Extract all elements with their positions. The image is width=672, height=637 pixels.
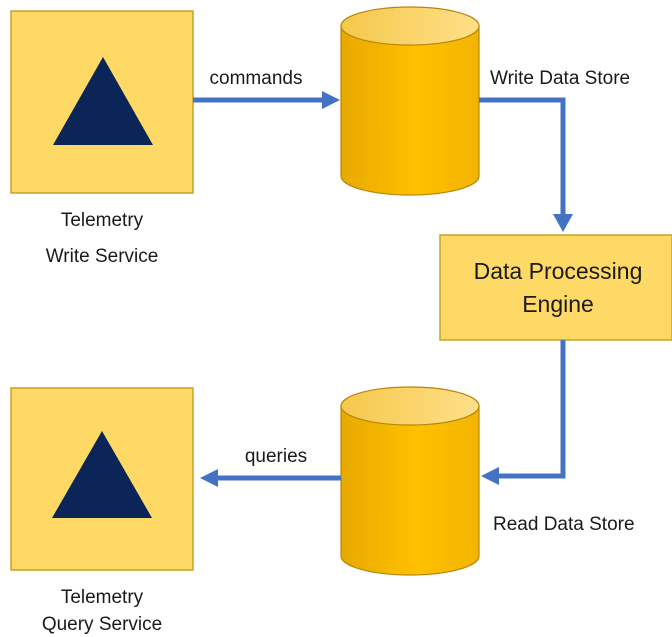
engine-to-read-edge (481, 340, 566, 485)
write-data-store-node: Write Data Store (340, 6, 630, 196)
write-service-label-line2: Write Service (46, 246, 159, 267)
queries-edge: queries (200, 446, 341, 487)
commands-edge: commands (193, 68, 340, 109)
write-service-node: Telemetry Write Service (10, 10, 194, 267)
engine-to-read-arrowhead (481, 467, 499, 485)
queries-label: queries (245, 446, 307, 467)
read-store-cylinder-top (340, 386, 480, 426)
read-store-cylinder-body (340, 405, 480, 576)
commands-label: commands (210, 68, 303, 89)
processing-engine-node: Data Processing Engine (439, 234, 672, 341)
read-store-label: Read Data Store (493, 514, 635, 535)
triangle-icon (53, 57, 153, 145)
write-store-cylinder-top (340, 6, 480, 46)
write-to-engine-arrowhead (553, 214, 573, 232)
write-service-label-line1: Telemetry (61, 210, 144, 231)
triangle-icon (52, 431, 152, 518)
write-to-engine-arrow (479, 97, 566, 218)
read-data-store-node: Read Data Store (340, 386, 635, 576)
queries-arrowhead (200, 469, 218, 487)
query-service-node: Telemetry Query Service (10, 387, 194, 635)
query-service-label-line2: Query Service (42, 614, 162, 635)
processing-engine-box (439, 234, 672, 341)
engine-to-read-arrow (494, 340, 566, 479)
write-store-cylinder-body (340, 25, 480, 196)
query-service-label-line1: Telemetry (61, 587, 144, 608)
write-store-label: Write Data Store (490, 68, 630, 89)
processing-engine-label-line1: Data Processing (474, 258, 643, 284)
write-to-engine-edge (479, 97, 573, 232)
commands-arrowhead (322, 91, 340, 109)
processing-engine-label-line2: Engine (522, 291, 594, 317)
